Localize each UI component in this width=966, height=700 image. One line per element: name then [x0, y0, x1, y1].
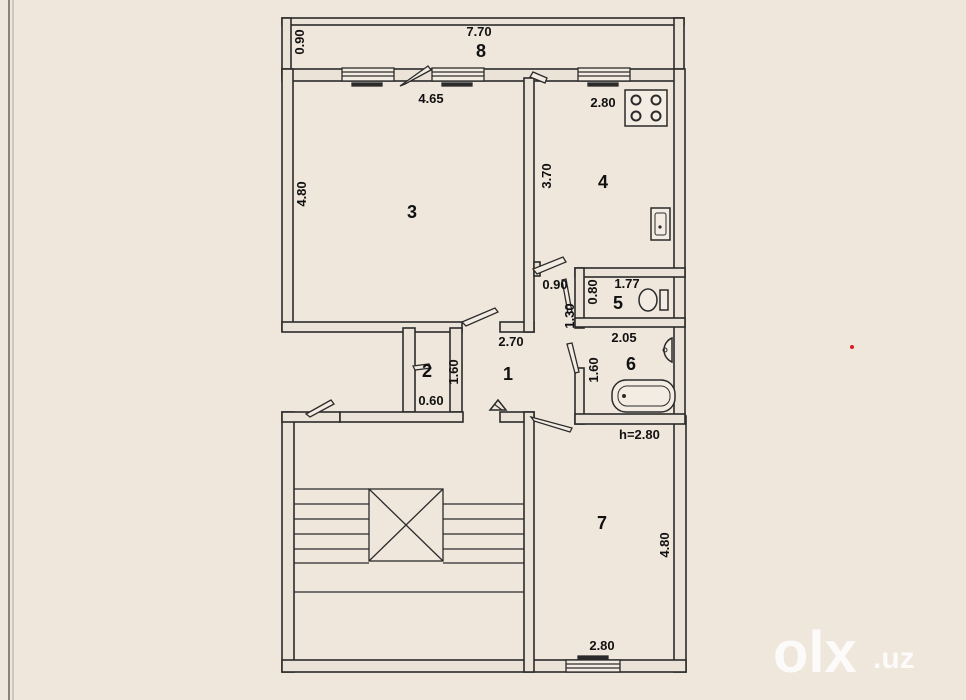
dimension-room3-width: 4.65	[418, 91, 443, 106]
room-label-2: 2	[422, 361, 432, 381]
balcony-side-wall	[673, 17, 685, 75]
room-label-5: 5	[613, 293, 623, 313]
outer-wall-right-upper	[673, 68, 686, 425]
dimension-bath-width: 2.05	[611, 330, 636, 345]
toilet-icon	[638, 288, 669, 312]
marker-dot	[850, 345, 854, 349]
dimension-balcony-width: 7.70	[466, 24, 491, 39]
dimension-room3-depth: 4.80	[294, 181, 309, 206]
room7-door	[529, 415, 573, 433]
outer-wall-right-lower	[673, 415, 687, 673]
dimension-hall-width: 2.70	[498, 334, 523, 349]
dimension-room7-depth: 4.80	[657, 532, 672, 557]
kitchen-balcony-door	[529, 71, 548, 84]
washbasin-icon	[662, 336, 673, 364]
dimension-door-width: 0.90	[542, 277, 567, 292]
dimension-bath-depth: 1.60	[586, 357, 601, 382]
stove-icon	[624, 89, 668, 127]
stairwell	[294, 488, 524, 593]
room-label-4: 4	[598, 172, 608, 192]
window	[577, 67, 631, 87]
entrance-marker	[488, 398, 508, 411]
outer-wall-left-upper	[281, 68, 294, 332]
lower-wall	[339, 411, 464, 423]
watermark-brand: olx	[773, 620, 857, 685]
balcony-side-wall	[281, 17, 292, 75]
dimension-closet-width: 0.60	[418, 393, 443, 408]
dimension-kitchen-width: 2.80	[590, 95, 615, 110]
toilet-door	[561, 278, 573, 314]
sink-icon	[650, 207, 671, 241]
window	[565, 655, 621, 673]
dimension-corridor-depth: 1.30	[562, 303, 577, 328]
outer-wall-bottom	[281, 659, 687, 673]
olx-watermark-logo: olx .uz	[773, 620, 915, 685]
closet-door	[412, 363, 432, 371]
toilet-bottom-wall	[574, 317, 686, 328]
stair-room7-wall	[523, 411, 535, 673]
room3-door	[460, 307, 500, 327]
balcony-door	[399, 65, 432, 87]
watermark-suffix: .uz	[873, 642, 915, 675]
room-label-7: 7	[597, 513, 607, 533]
bathtub-icon	[611, 379, 676, 413]
closet-left-wall	[402, 327, 416, 413]
toilet-left-wall	[574, 267, 585, 329]
room-label-1: 1	[503, 364, 513, 384]
stair-door	[304, 399, 335, 418]
outer-wall-left-lower	[281, 411, 295, 673]
dimension-toilet-depth: 0.80	[585, 279, 600, 304]
dimension-room7-width: 2.80	[589, 638, 614, 653]
dimension-closet-depth: 1.60	[446, 359, 461, 384]
window	[341, 67, 395, 87]
dimension-kitchen-depth: 3.70	[539, 163, 554, 188]
bath-bottom-wall	[574, 413, 686, 425]
ceiling-height-label: h=2.80	[619, 427, 660, 442]
room3-right-wall	[523, 77, 535, 333]
window	[431, 67, 485, 87]
room3-bottom-wall	[281, 321, 463, 333]
bath-door	[566, 342, 580, 374]
room-label-8: 8	[476, 41, 486, 61]
dimension-balcony-depth: 0.90	[292, 29, 307, 54]
room-label-6: 6	[626, 354, 636, 374]
room-label-3: 3	[407, 202, 417, 222]
dimension-toilet-width: 1.77	[614, 276, 639, 291]
kitchen-door	[531, 256, 567, 275]
